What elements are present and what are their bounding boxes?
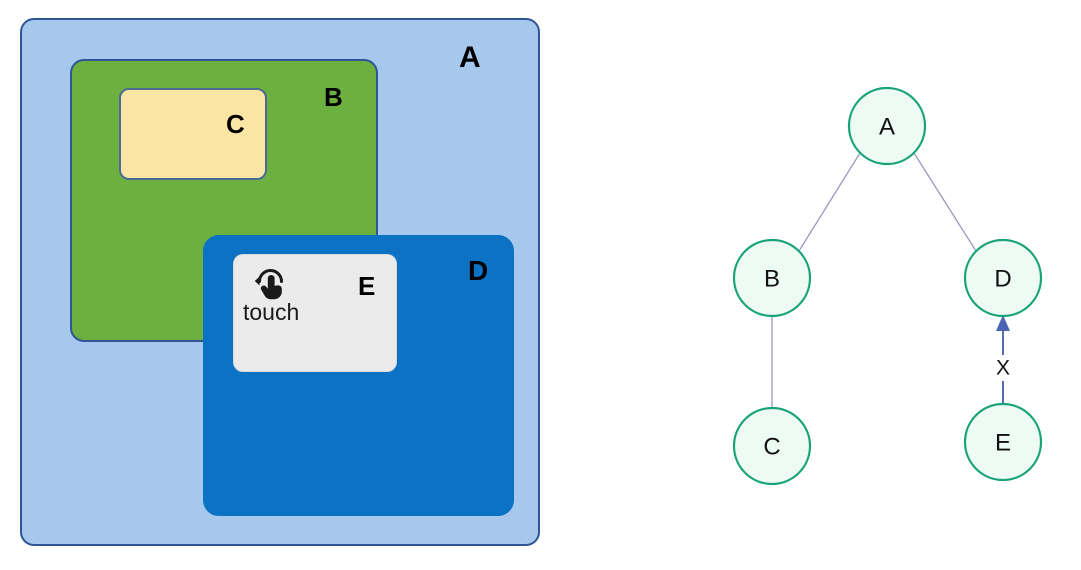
edge-a-d: [913, 152, 977, 252]
node-label-c: C: [763, 434, 780, 461]
tree-edges: [771, 152, 1010, 408]
tree-node-a[interactable]: A: [847, 86, 927, 166]
edge-a-b: [798, 152, 861, 252]
region-box-e[interactable]: [233, 254, 397, 372]
node-circle-e[interactable]: [963, 402, 1043, 482]
region-label-e: E: [358, 271, 376, 301]
node-label-a: A: [879, 114, 895, 141]
touch-gesture-icon: [252, 264, 292, 302]
touch-label: touch: [243, 299, 300, 325]
tree-node-b[interactable]: B: [732, 238, 812, 318]
node-circle-d[interactable]: [963, 238, 1043, 318]
region-label-d: D: [468, 255, 489, 286]
tree-node-e[interactable]: E: [963, 402, 1043, 482]
node-label-e: E: [995, 430, 1011, 457]
node-label-b: B: [764, 266, 780, 293]
node-circle-c[interactable]: [732, 406, 812, 486]
region-box-c: [119, 88, 267, 180]
edge-label-x: X: [996, 357, 1010, 380]
region-label-c: C: [226, 109, 245, 139]
node-circle-a[interactable]: [847, 86, 927, 166]
tree-node-d[interactable]: D: [963, 238, 1043, 318]
edge-label-backing: [992, 355, 1014, 381]
arrow-head-icon: [996, 315, 1010, 331]
edge-label-x-group: X: [992, 355, 1014, 381]
region-label-a: A: [459, 41, 481, 74]
node-circle-b[interactable]: [732, 238, 812, 318]
region-label-b: B: [324, 82, 343, 112]
nested-regions-diagram: A B C D E touch: [20, 18, 540, 546]
tree-node-c[interactable]: C: [732, 406, 812, 486]
node-tree-diagram: A B D C E X: [560, 0, 1081, 570]
node-label-d: D: [994, 266, 1011, 293]
